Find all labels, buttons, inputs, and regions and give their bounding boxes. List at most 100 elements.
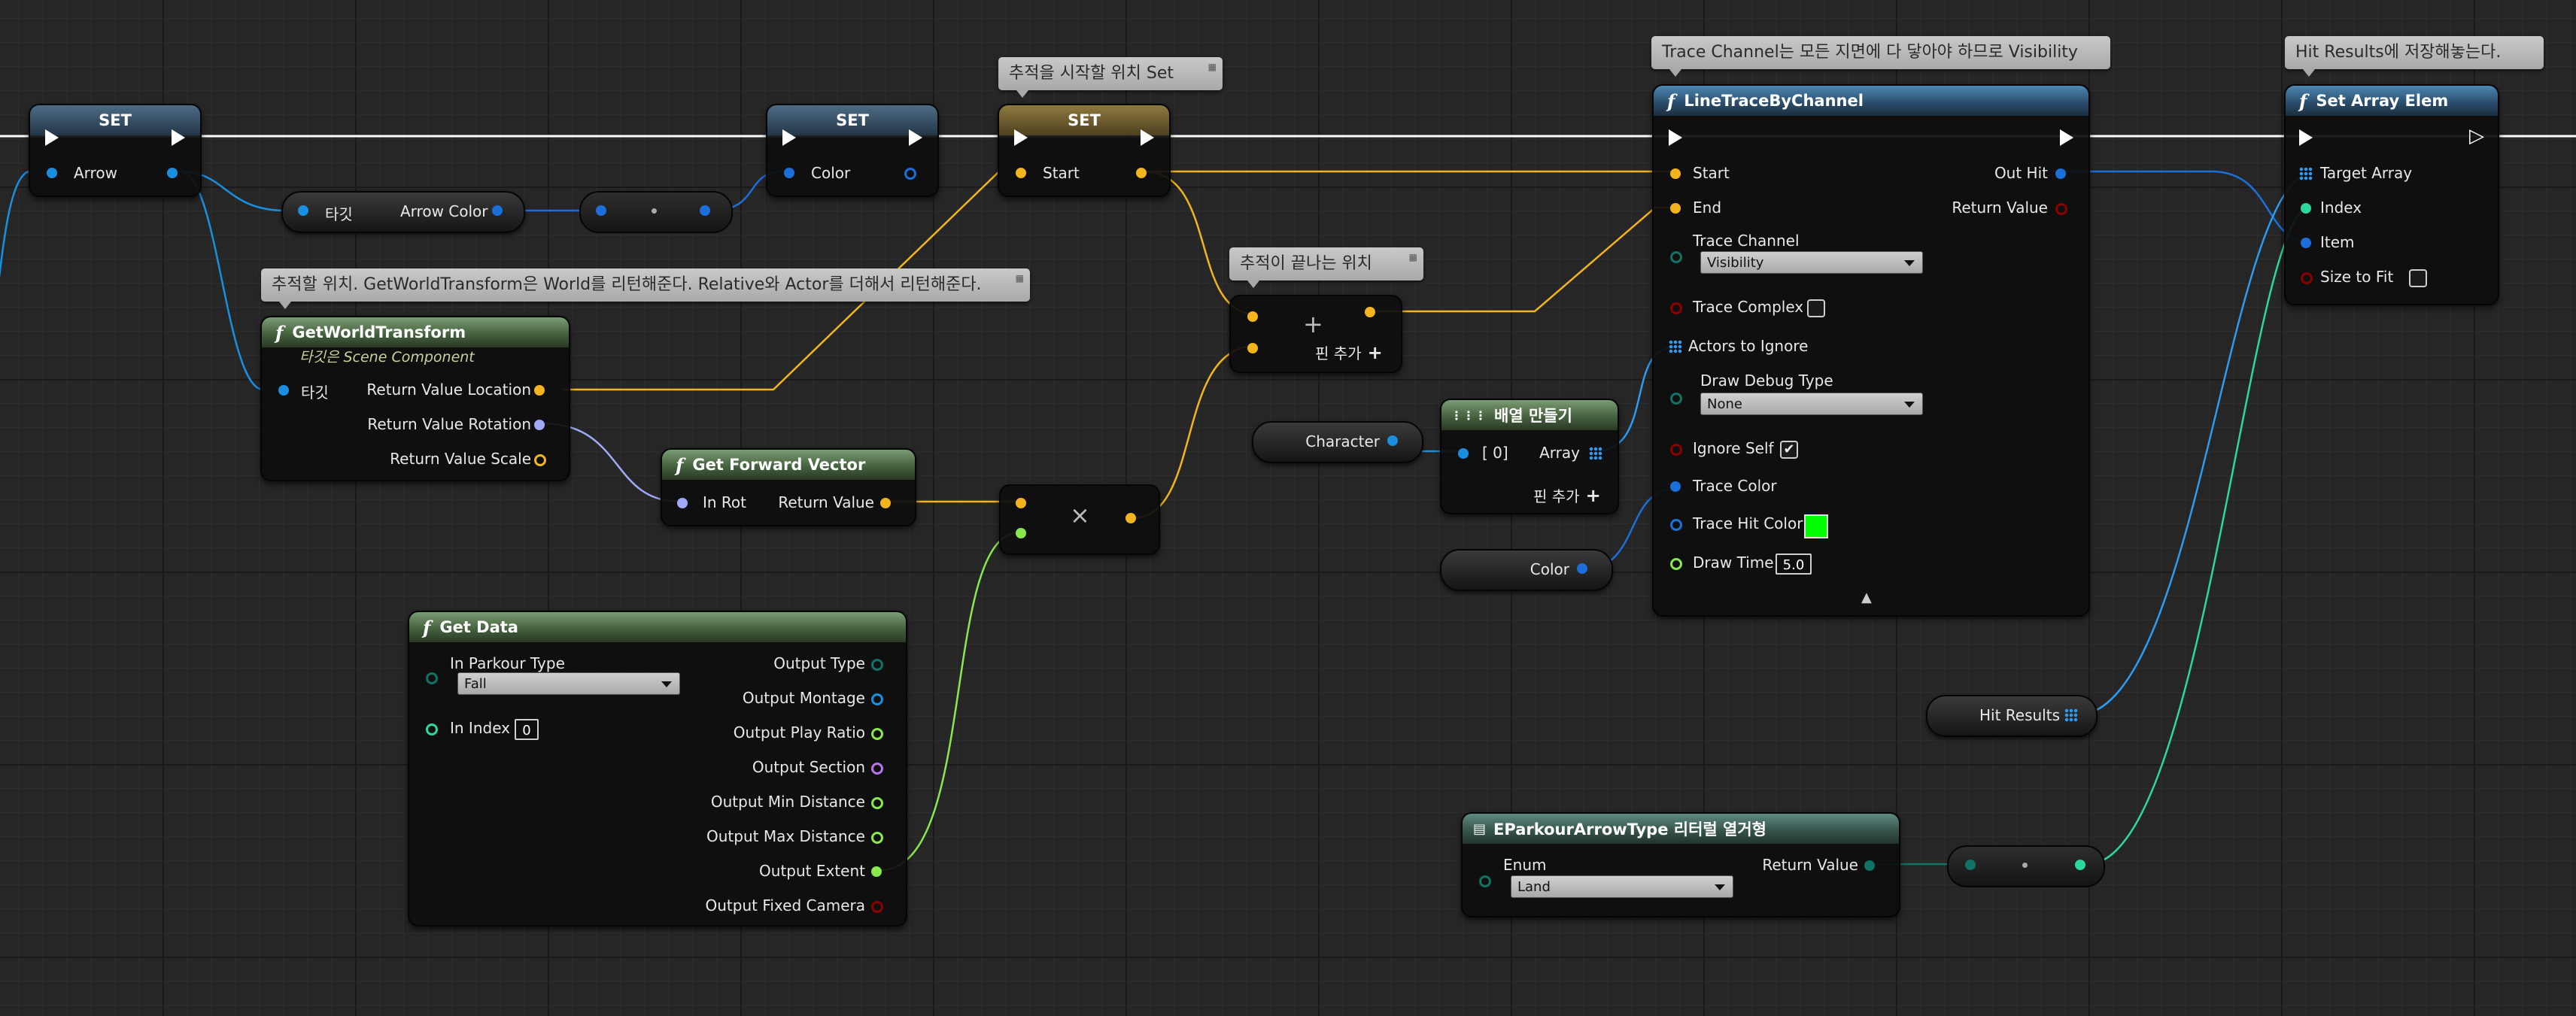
in-rot-pin[interactable] — [677, 498, 688, 508]
target-array-pin[interactable] — [2299, 167, 2313, 180]
hit-results-getter[interactable]: Hit Results — [1926, 695, 2098, 737]
target-pin[interactable] — [298, 205, 308, 216]
add-pin-button[interactable]: 핀 추가+ — [1315, 341, 1383, 363]
exec-out-pin[interactable] — [1141, 129, 1154, 146]
exec-in-pin[interactable] — [782, 129, 796, 146]
multiply-output-pin[interactable] — [1125, 513, 1136, 523]
trace-complex-pin[interactable] — [1670, 302, 1682, 314]
output-play-ratio-pin[interactable] — [871, 728, 883, 740]
multiply-input-a-pin[interactable] — [1016, 498, 1026, 508]
draw-debug-type-pin[interactable] — [1670, 393, 1682, 405]
array-item-0-pin[interactable] — [1458, 448, 1469, 459]
in-index-pin[interactable] — [426, 723, 438, 735]
character-getter[interactable]: Character — [1252, 421, 1423, 463]
exec-in-pin[interactable] — [2299, 129, 2313, 146]
output-montage-pin[interactable] — [871, 693, 883, 705]
return-value-pin[interactable] — [880, 498, 891, 508]
hit-results-output-pin[interactable] — [2064, 708, 2078, 722]
reroute-output-pin[interactable] — [2075, 860, 2085, 870]
actors-to-ignore-pin[interactable] — [1669, 340, 1682, 353]
out-hit-pin[interactable] — [2055, 168, 2066, 179]
trace-hit-color-swatch[interactable] — [1804, 514, 1828, 538]
add-output-pin[interactable] — [1365, 307, 1375, 317]
start-input-pin[interactable] — [1016, 168, 1026, 178]
character-output-pin[interactable] — [1387, 435, 1398, 446]
set-array-elem-node[interactable]: f Set Array Elem ▷ Target Array Index It… — [2284, 84, 2499, 305]
output-section-pin[interactable] — [871, 763, 883, 775]
size-to-fit-checkbox[interactable] — [2409, 269, 2427, 287]
set-start-node[interactable]: SET Start — [998, 104, 1171, 197]
item-pin[interactable] — [2301, 238, 2311, 248]
draw-debug-type-dropdown[interactable]: None — [1700, 393, 1923, 415]
color-output-pin[interactable] — [904, 168, 916, 180]
arrow-output-pin[interactable] — [167, 168, 178, 178]
ignore-self-checkbox[interactable]: ✔ — [1780, 441, 1798, 459]
comment-pin-icon[interactable]: ▦ — [1208, 62, 1217, 72]
add-pin-button[interactable]: 핀 추가+ — [1533, 484, 1601, 506]
color-getter[interactable]: Color — [1440, 549, 1613, 591]
line-trace-by-channel-node[interactable]: f LineTraceByChannel Start Out Hit End R… — [1652, 84, 2090, 617]
comment-pin-icon[interactable]: ▦ — [1408, 252, 1417, 262]
output-fixed-camera-pin[interactable] — [871, 901, 883, 913]
output-max-distance-pin[interactable] — [871, 832, 883, 844]
parkour-type-dropdown[interactable]: Fall — [457, 672, 680, 695]
vector-add-node[interactable]: + 핀 추가+ — [1229, 295, 1402, 373]
arrow-input-pin[interactable] — [47, 168, 57, 178]
location-output-pin[interactable] — [534, 385, 545, 396]
start-output-pin[interactable] — [1136, 168, 1147, 178]
vector-multiply-node[interactable]: × — [999, 484, 1160, 555]
reroute-node-color[interactable] — [579, 191, 733, 233]
ignore-self-pin[interactable] — [1670, 444, 1682, 456]
set-arrow-node[interactable]: SET Arrow — [29, 104, 202, 197]
add-input-b-pin[interactable] — [1247, 343, 1258, 353]
return-value-pin[interactable] — [2055, 203, 2067, 215]
exec-in-pin[interactable] — [1014, 129, 1028, 146]
in-parkour-type-pin[interactable] — [426, 672, 438, 684]
output-type-pin[interactable] — [871, 659, 883, 671]
add-input-a-pin[interactable] — [1247, 311, 1258, 322]
reroute-input-pin[interactable] — [1965, 860, 1976, 870]
trace-channel-dropdown[interactable]: Visibility — [1700, 251, 1923, 274]
start-pin[interactable] — [1670, 168, 1681, 179]
multiply-input-b-pin[interactable] — [1016, 528, 1026, 538]
get-data-node[interactable]: f Get Data In Parkour Type Fall In Index… — [408, 611, 907, 927]
end-pin[interactable] — [1670, 203, 1681, 214]
exec-out-pin[interactable] — [172, 129, 185, 146]
in-index-input[interactable]: 0 — [515, 719, 539, 740]
reroute-input-pin[interactable] — [596, 205, 606, 216]
trace-channel-pin[interactable] — [1670, 251, 1682, 263]
enum-output-pin[interactable] — [1864, 860, 1875, 871]
exec-out-pin[interactable] — [909, 129, 922, 146]
rotation-output-pin[interactable] — [534, 420, 545, 430]
trace-color-pin[interactable] — [1670, 481, 1681, 492]
color-output-pin[interactable] — [1577, 563, 1587, 574]
output-min-distance-pin[interactable] — [871, 797, 883, 809]
output-extent-pin[interactable] — [871, 866, 882, 877]
comment-pin-icon[interactable]: ▦ — [1015, 273, 1024, 284]
reroute-output-pin[interactable] — [700, 205, 710, 216]
enum-input-pin[interactable] — [1479, 875, 1491, 887]
trace-complex-checkbox[interactable] — [1807, 299, 1825, 317]
get-forward-vector-node[interactable]: f Get Forward Vector In Rot Return Value — [661, 448, 916, 526]
set-color-node[interactable]: SET Color — [766, 104, 939, 197]
exec-in-pin[interactable] — [1669, 129, 1682, 146]
exec-in-pin[interactable] — [45, 129, 59, 146]
make-array-node[interactable]: ⋮⋮⋮ 배열 만들기 [ 0] Array 핀 추가+ — [1440, 399, 1619, 514]
size-to-fit-pin[interactable] — [2301, 272, 2313, 284]
reroute-node-conversion[interactable] — [1947, 845, 2105, 887]
draw-time-input[interactable]: 5.0 — [1776, 553, 1812, 575]
arrow-color-getter[interactable]: 타깃 Arrow Color — [281, 191, 525, 233]
arrow-color-output-pin[interactable] — [492, 205, 503, 216]
index-pin[interactable] — [2301, 203, 2311, 214]
exec-out-pin[interactable] — [2060, 129, 2073, 146]
array-output-pin[interactable] — [1589, 447, 1602, 460]
expand-arrow-icon[interactable]: ▲ — [1861, 590, 1872, 605]
color-input-pin[interactable] — [784, 168, 794, 178]
enum-literal-node[interactable]: ▤ EParkourArrowType 리터럴 열거형 Enum Land Re… — [1461, 812, 1900, 917]
draw-time-pin[interactable] — [1670, 558, 1682, 570]
get-world-transform-node[interactable]: f GetWorldTransform 타깃은 Scene Component … — [260, 316, 570, 481]
trace-hit-color-pin[interactable] — [1670, 519, 1682, 531]
target-pin[interactable] — [278, 385, 289, 396]
scale-output-pin[interactable] — [534, 454, 546, 466]
enum-value-dropdown[interactable]: Land — [1511, 875, 1733, 898]
